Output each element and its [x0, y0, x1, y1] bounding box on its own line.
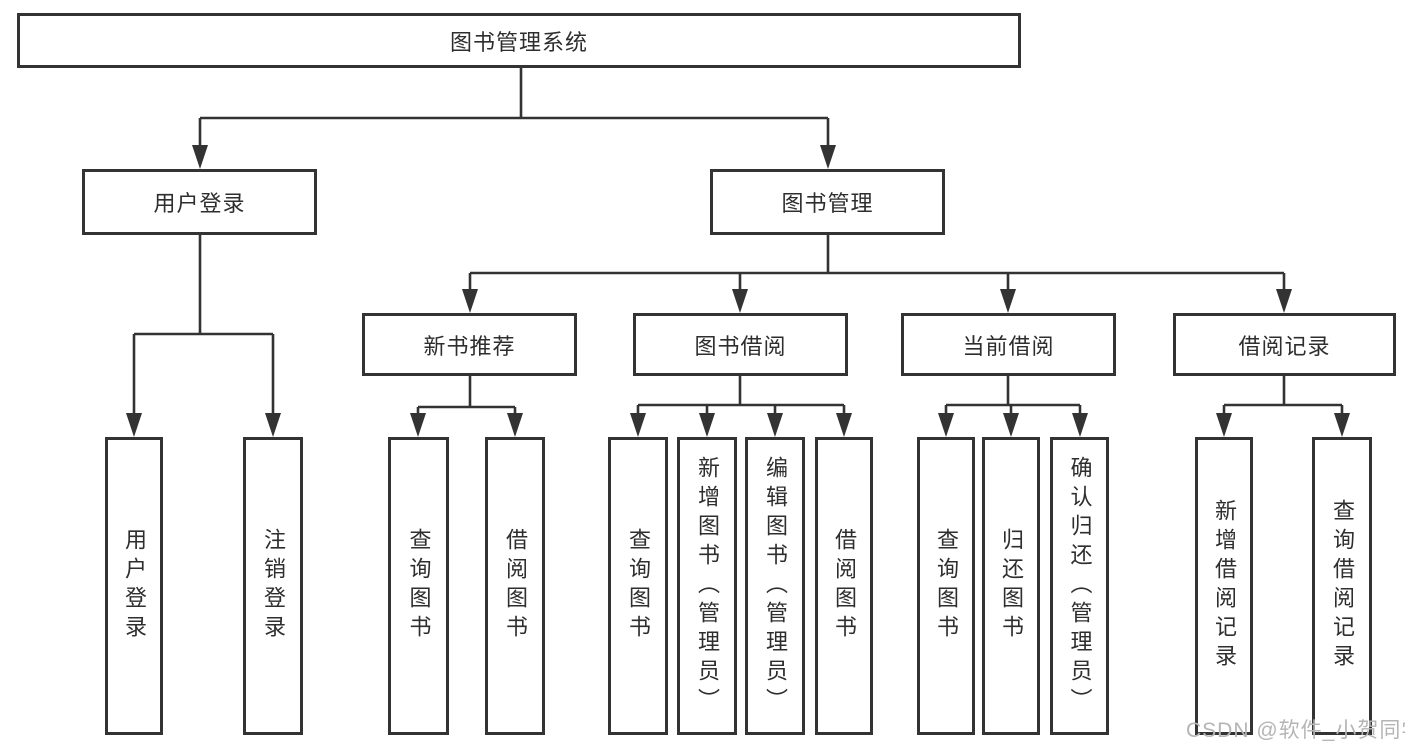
node-borrow-records-label: 借阅记录	[1238, 333, 1331, 359]
leaf-query-borrow-record: 查询借阅记录	[1312, 437, 1372, 735]
arrowhead	[126, 413, 142, 437]
connector-current-borrow-branch	[938, 376, 1088, 437]
arrowhead	[265, 413, 281, 437]
leaf-query-borrow-record-label: 查询借阅记录	[1330, 499, 1355, 673]
leaf-query-books-recommend-label: 查询图书	[406, 528, 432, 644]
leaf-user-login: 用户登录	[105, 437, 163, 735]
leaf-query-books-recommend: 查询图书	[388, 437, 449, 735]
arrowhead	[1000, 289, 1016, 313]
leaf-borrow-books-recommend: 借阅图书	[485, 437, 545, 735]
leaf-borrow-books: 借阅图书	[815, 437, 873, 735]
node-root-label: 图书管理系统	[449, 29, 588, 55]
node-book-borrow: 图书借阅	[633, 313, 848, 376]
arrowhead	[732, 289, 748, 313]
node-book-management: 图书管理	[710, 169, 945, 235]
node-current-borrow-label: 当前借阅	[962, 333, 1055, 359]
leaf-return-books-label: 归还图书	[999, 528, 1024, 644]
arrowhead	[820, 145, 836, 169]
leaf-confirm-return-admin: 确认归还（管理员）	[1050, 437, 1109, 735]
node-user-login-label: 用户登录	[153, 191, 246, 216]
node-book-borrow-label: 图书借阅	[694, 333, 787, 359]
arrowhead	[1334, 413, 1350, 437]
connector-book-management-branch	[462, 235, 1292, 313]
leaf-user-login-label: 用户登录	[122, 528, 147, 644]
node-new-book-recommend: 新书推荐	[362, 313, 577, 376]
node-borrow-records: 借阅记录	[1173, 313, 1396, 376]
leaf-add-borrow-record-label: 新增借阅记录	[1212, 499, 1237, 673]
node-new-book-recommend-label: 新书推荐	[423, 333, 516, 359]
leaf-add-book-admin-label: 新增图书（管理员）	[695, 455, 720, 717]
node-root: 图书管理系统	[17, 13, 1021, 68]
leaf-add-borrow-record: 新增借阅记录	[1195, 437, 1253, 735]
watermark: CSDN @软件_小贺同学	[1186, 719, 1405, 742]
leaf-add-book-admin: 新增图书（管理员）	[677, 437, 737, 735]
leaf-edit-book-admin: 编辑图书（管理员）	[745, 437, 805, 735]
arrowhead	[938, 413, 954, 437]
node-book-management-label: 图书管理	[781, 191, 874, 216]
arrowhead	[462, 289, 478, 313]
leaf-borrow-books-label: 借阅图书	[832, 528, 857, 644]
leaf-edit-book-admin-label: 编辑图书（管理员）	[763, 455, 788, 717]
leaf-query-books-current-label: 查询图书	[934, 528, 959, 644]
leaf-logout: 注销登录	[243, 437, 303, 735]
node-user-login: 用户登录	[82, 169, 317, 235]
leaf-return-books: 归还图书	[982, 437, 1040, 735]
arrowhead	[1003, 413, 1019, 437]
arrowhead	[1216, 413, 1232, 437]
arrowhead	[1276, 289, 1292, 313]
arrowhead	[1072, 413, 1088, 437]
connector-root-branch	[192, 68, 836, 169]
arrowhead	[630, 413, 646, 437]
connector-book-borrow-branch	[630, 376, 852, 437]
leaf-logout-label: 注销登录	[261, 528, 286, 644]
arrowhead	[836, 413, 852, 437]
leaf-borrow-books-recommend-label: 借阅图书	[503, 528, 528, 644]
arrowhead	[410, 413, 426, 437]
connector-user-login-branch	[126, 235, 281, 437]
leaf-confirm-return-admin-label: 确认归还（管理员）	[1067, 455, 1093, 717]
connector-borrow-records-branch	[1216, 376, 1350, 437]
arrowhead	[507, 413, 523, 437]
arrowhead	[767, 413, 783, 437]
leaf-query-books-borrow-label: 查询图书	[626, 528, 651, 644]
connector-new-book-recommend-branch	[410, 376, 523, 437]
leaf-query-books-current: 查询图书	[917, 437, 975, 735]
arrowhead	[192, 145, 208, 169]
leaf-query-books-borrow: 查询图书	[608, 437, 668, 735]
node-current-borrow: 当前借阅	[901, 313, 1116, 376]
arrowhead	[699, 413, 715, 437]
